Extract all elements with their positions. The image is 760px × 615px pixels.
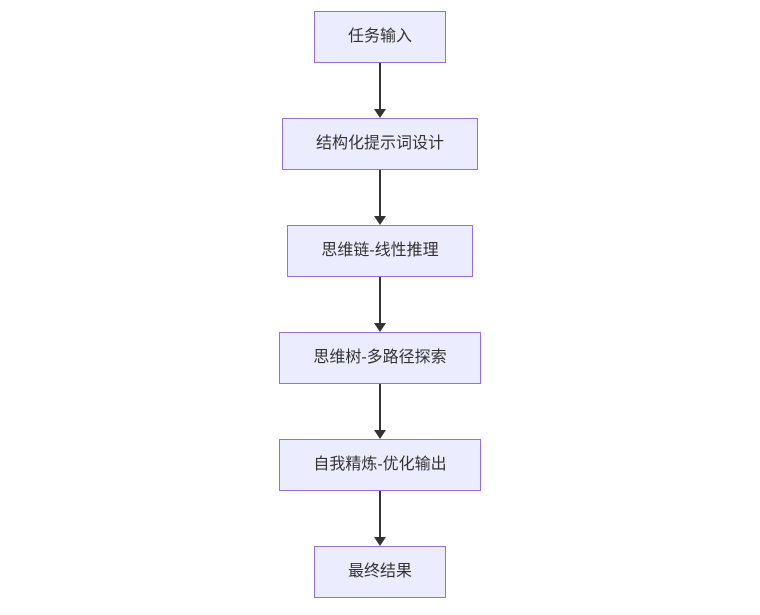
connector-arrow (374, 491, 386, 546)
edge-line (379, 170, 381, 216)
connector-arrow (374, 277, 386, 332)
connector-arrow (374, 384, 386, 439)
arrowhead-down-icon (374, 109, 386, 118)
node-label: 思维树-多路径探索 (313, 349, 447, 366)
node-chain-of-thought: 思维链-线性推理 (287, 225, 473, 277)
node-label: 最终结果 (347, 563, 412, 580)
edge-line (379, 384, 381, 430)
arrowhead-down-icon (374, 430, 386, 439)
connector-arrow (374, 170, 386, 225)
edge-line (379, 491, 381, 537)
arrowhead-down-icon (374, 323, 386, 332)
node-structured-prompt-design: 结构化提示词设计 (281, 118, 478, 170)
arrowhead-down-icon (374, 537, 386, 546)
node-task-input: 任务输入 (313, 11, 446, 63)
arrowhead-down-icon (374, 216, 386, 225)
node-label: 思维链-线性推理 (321, 242, 439, 259)
node-final-result: 最终结果 (313, 546, 446, 598)
edge-line (379, 63, 381, 109)
node-label: 自我精炼-优化输出 (313, 456, 447, 473)
connector-arrow (374, 63, 386, 118)
node-label: 任务输入 (347, 28, 412, 45)
node-label: 结构化提示词设计 (315, 135, 444, 152)
node-self-refine: 自我精炼-优化输出 (279, 439, 481, 491)
edge-line (379, 277, 381, 323)
node-tree-of-thought: 思维树-多路径探索 (279, 332, 481, 384)
